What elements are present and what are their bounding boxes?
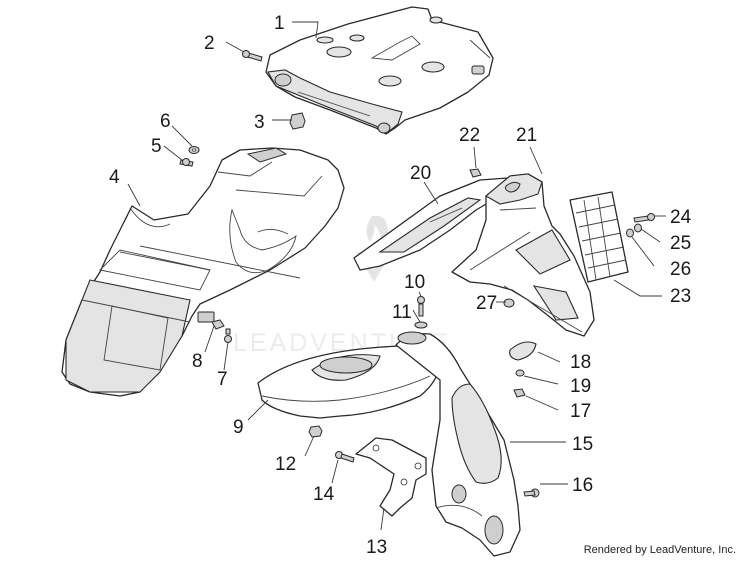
callout-21: 21 (516, 125, 537, 146)
callout-5: 5 (151, 136, 162, 157)
callout-13: 13 (366, 537, 387, 558)
part-washer-26 (626, 228, 634, 238)
part-rear-fender-21 (451, 173, 595, 337)
callout-18: 18 (570, 352, 591, 373)
callout-9: 9 (233, 417, 244, 438)
part-front-shield (395, 331, 521, 557)
callout-20: 20 (410, 163, 431, 184)
part-nut-8 (211, 319, 225, 330)
callout-3: 3 (254, 112, 265, 133)
callout-22: 22 (459, 125, 480, 146)
part-screw-16 (523, 488, 540, 498)
callout-1: 1 (274, 13, 285, 34)
part-screw-5 (179, 158, 194, 167)
leader-lines (127, 21, 666, 531)
part-rear-mudguard-20 (353, 177, 509, 271)
callout-25: 25 (670, 233, 691, 254)
callout-7: 7 (217, 369, 228, 390)
part-clip-17 (513, 388, 526, 398)
part-bracket-13 (355, 437, 427, 517)
callout-10: 10 (404, 272, 425, 293)
callout-19: 19 (570, 376, 591, 397)
callout-labels: 1 2 3 4 5 6 7 8 9 10 11 12 13 14 15 16 1… (109, 13, 692, 558)
callout-6: 6 (160, 111, 171, 132)
part-washer-19 (515, 369, 525, 377)
part-top-cover (265, 6, 494, 135)
part-helmet-compartment (61, 147, 345, 397)
part-nut-12 (308, 425, 323, 438)
part-clip-3 (289, 112, 306, 130)
part-grille-23 (569, 191, 629, 283)
callout-2: 2 (204, 33, 215, 54)
callout-4: 4 (109, 167, 120, 188)
render-credit: Rendered by LeadVenture, Inc. (583, 544, 736, 556)
part-screw-24 (633, 213, 655, 223)
part-washer-25 (634, 223, 642, 233)
part-reflector-18 (509, 341, 537, 361)
callout-24: 24 (670, 207, 692, 228)
part-washer-11 (414, 321, 428, 329)
part-nut-22 (469, 168, 482, 178)
callout-27: 27 (476, 293, 497, 314)
part-front-cover (257, 345, 441, 419)
callout-8: 8 (192, 351, 203, 372)
part-washer-27 (503, 298, 515, 308)
part-screw-2 (242, 50, 263, 62)
callout-11: 11 (392, 302, 412, 323)
callout-15: 15 (572, 434, 593, 455)
part-screw-7 (224, 328, 232, 343)
part-washer-6 (188, 146, 200, 154)
callout-12: 12 (275, 454, 296, 475)
callout-26: 26 (670, 259, 691, 280)
callout-16: 16 (572, 475, 593, 496)
callout-23: 23 (670, 286, 691, 307)
part-screw-14 (335, 451, 355, 463)
callout-14: 14 (313, 484, 335, 505)
callout-17: 17 (570, 401, 591, 422)
part-screw-10 (417, 296, 425, 317)
